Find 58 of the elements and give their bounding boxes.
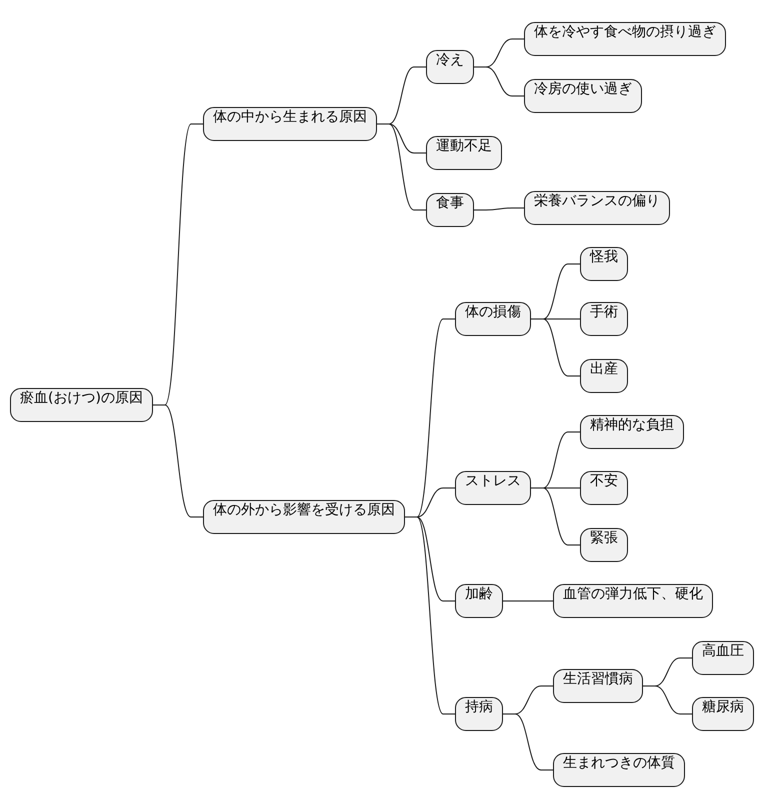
topic-text: 体の外から影響を受ける原因 — [213, 502, 395, 518]
topic-box — [426, 50, 474, 84]
topic-text: 生活習慣病 — [563, 671, 633, 687]
topic-text: 出産 — [590, 361, 618, 377]
topic-text: 緊張 — [590, 530, 618, 546]
topic-box — [203, 500, 405, 534]
topic-box — [580, 415, 684, 449]
topic-box — [455, 697, 503, 731]
topic-text: 栄養バランスの偏り — [534, 193, 660, 209]
connector — [502, 714, 554, 770]
topic-text: 生まれつきの体質 — [563, 755, 675, 771]
connector — [530, 488, 580, 546]
connector — [642, 686, 692, 714]
topic-box — [455, 471, 531, 505]
topic-text: ストレス — [465, 473, 521, 489]
topic-text: 加齢 — [465, 586, 493, 602]
topic-text: 体を冷やす食べ物の摂り過ぎ — [534, 24, 716, 40]
topic-text: 不安 — [590, 473, 618, 489]
topic-text: 食事 — [436, 195, 464, 211]
topic-box — [553, 669, 643, 703]
topic-text: 血管の弾力低下、硬化 — [563, 586, 703, 602]
connector — [376, 124, 426, 210]
topic-box — [524, 79, 642, 113]
topic-text: 糖尿病 — [702, 699, 744, 715]
topic-text: 怪我 — [590, 249, 618, 265]
connector — [152, 404, 204, 518]
topic-box — [524, 22, 726, 56]
topic-text: 高血圧 — [702, 643, 744, 659]
topic-box — [426, 136, 502, 170]
connector — [474, 208, 524, 210]
topic-text: 精神的な負担 — [590, 417, 674, 433]
topic-text: 運動不足 — [436, 138, 492, 154]
topic-box — [455, 302, 531, 336]
topic-box — [455, 584, 503, 618]
topic-text: 持病 — [465, 699, 493, 715]
connector — [404, 516, 456, 714]
topic-box — [553, 753, 685, 787]
connector — [530, 318, 580, 376]
topic-box — [203, 107, 377, 141]
topic-text: 冷え — [436, 52, 464, 68]
topic-box — [580, 247, 628, 281]
topic-text: 体の中から生まれる原因 — [213, 109, 367, 125]
topic-text: 瘀血(おけつ)の原因 — [20, 390, 143, 406]
connector — [474, 66, 524, 96]
topic-box — [524, 191, 670, 225]
topic-box — [580, 302, 628, 336]
topic-box — [426, 193, 474, 227]
topic-box — [692, 641, 754, 675]
topic-box — [692, 697, 754, 731]
topic-text: 体の損傷 — [465, 304, 521, 320]
topic-box — [553, 584, 713, 618]
topic-box — [10, 388, 153, 422]
topic-text: 手術 — [590, 304, 618, 320]
topic-box — [580, 528, 628, 562]
topic-box — [580, 471, 628, 505]
topic-text: 冷房の使い過ぎ — [534, 81, 632, 97]
connector — [502, 600, 554, 602]
topic-box — [580, 359, 628, 393]
